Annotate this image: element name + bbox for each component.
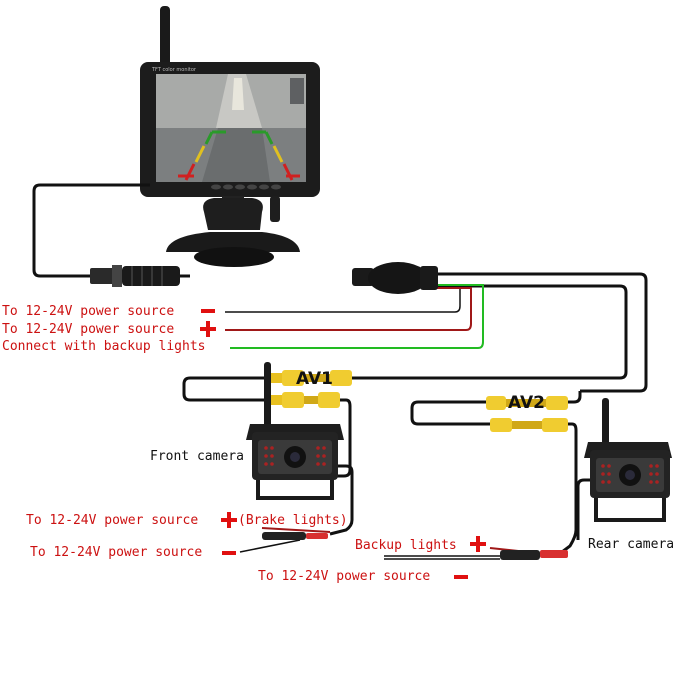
av2-rca-connectors [486, 396, 568, 432]
av1-rca-connectors [268, 370, 352, 408]
rear-camera-antenna [602, 398, 609, 448]
monitor-antenna [160, 6, 170, 68]
minus-sign-3 [454, 575, 468, 579]
cables [32, 183, 648, 554]
brake-lights-label: (Brake lights) [238, 513, 348, 528]
monitor-buttons [211, 184, 281, 190]
front-power-wires [239, 527, 331, 553]
monitor-connector [90, 265, 190, 287]
monitor-screen [156, 74, 306, 182]
monitor-stand [166, 196, 300, 267]
power-minus-label-1: To 12-24V power source [2, 304, 174, 319]
minus-sign-2 [222, 551, 236, 555]
rear-camera-label: Rear camera [588, 537, 674, 552]
rear-power-minus-label: To 12-24V power source [258, 569, 430, 584]
junction-box [352, 262, 438, 294]
backup-lights-label: Backup lights [355, 538, 457, 553]
plus-sign-1 [200, 321, 216, 337]
backup-connect-label: Connect with backup lights [2, 339, 206, 354]
av2-label: AV2 [508, 393, 545, 413]
rear-power-wires [384, 547, 568, 560]
power-plus-label-1: To 12-24V power source [2, 322, 174, 337]
front-power-minus-label: To 12-24V power source [30, 545, 202, 560]
rear-camera [584, 398, 672, 522]
front-camera [246, 362, 344, 500]
plus-sign-2 [221, 512, 237, 528]
plus-sign-3 [470, 536, 486, 552]
minus-sign-1 [201, 309, 215, 313]
front-camera-antenna [264, 362, 271, 428]
monitor-brand-text: TFT color monitor [151, 67, 197, 73]
front-power-plus-label: To 12-24V power source [26, 513, 198, 528]
front-camera-label: Front camera [150, 449, 244, 464]
av1-label: AV1 [296, 369, 333, 389]
monitor: TFT color monitor [140, 6, 320, 267]
